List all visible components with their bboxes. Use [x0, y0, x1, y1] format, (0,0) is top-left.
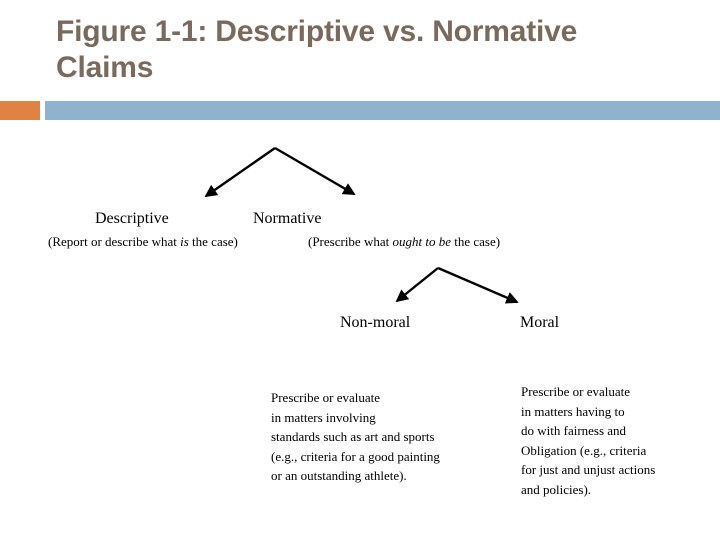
- body-line: standards such as art and sports: [271, 429, 435, 444]
- body-line: in matters having to: [521, 403, 625, 419]
- title-divider: [0, 101, 720, 120]
- node-heading-non-moral: Non-moral: [340, 314, 411, 331]
- page-title: Figure 1-1: Descriptive vs. Normative Cl…: [56, 15, 578, 84]
- title-accent-block: [0, 101, 40, 120]
- body-line: in matters involving: [271, 409, 376, 425]
- body-line: do with fairness and: [521, 423, 627, 438]
- arrow-descriptive-icon: [204, 147, 276, 198]
- descriptive-desc-suffix: the case): [188, 234, 238, 249]
- body-line: Obligation (e.g., criteria: [521, 442, 647, 458]
- node-body-non-moral: Prescribe or evaluate in matters involvin…: [271, 388, 501, 486]
- normative-desc-prefix: (Prescribe what: [308, 234, 393, 249]
- node-heading-descriptive: Descriptive: [95, 210, 169, 227]
- normative-desc-emphasis: ought to be: [392, 234, 451, 249]
- node-heading-normative: Normative: [253, 210, 322, 227]
- node-body-moral: Prescribe or evaluate in matters having t…: [521, 382, 706, 499]
- arrow-moral-icon: [437, 266, 519, 304]
- node-description-descriptive: (Report or describe what is the case): [48, 234, 238, 250]
- node-heading-moral: Moral: [520, 314, 560, 331]
- arrow-normative-icon: [274, 146, 356, 196]
- normative-desc-suffix: the case): [450, 234, 501, 249]
- node-description-normative: (Prescribe what ought to be the case): [308, 234, 500, 250]
- body-line: for just and unjust actions: [521, 462, 656, 477]
- body-line: Prescribe or evaluate: [271, 390, 381, 405]
- descriptive-desc-emphasis: is: [180, 234, 189, 249]
- title-bar-block: [45, 101, 720, 120]
- body-line: (e.g., criteria for a good painting: [271, 448, 440, 464]
- body-line: and policies).: [521, 481, 592, 497]
- body-line: or an outstanding athlete).: [271, 468, 407, 483]
- arrow-non-moral-icon: [395, 267, 439, 303]
- descriptive-desc-prefix: (Report or describe what: [48, 234, 181, 249]
- body-line: Prescribe or evaluate: [521, 384, 631, 399]
